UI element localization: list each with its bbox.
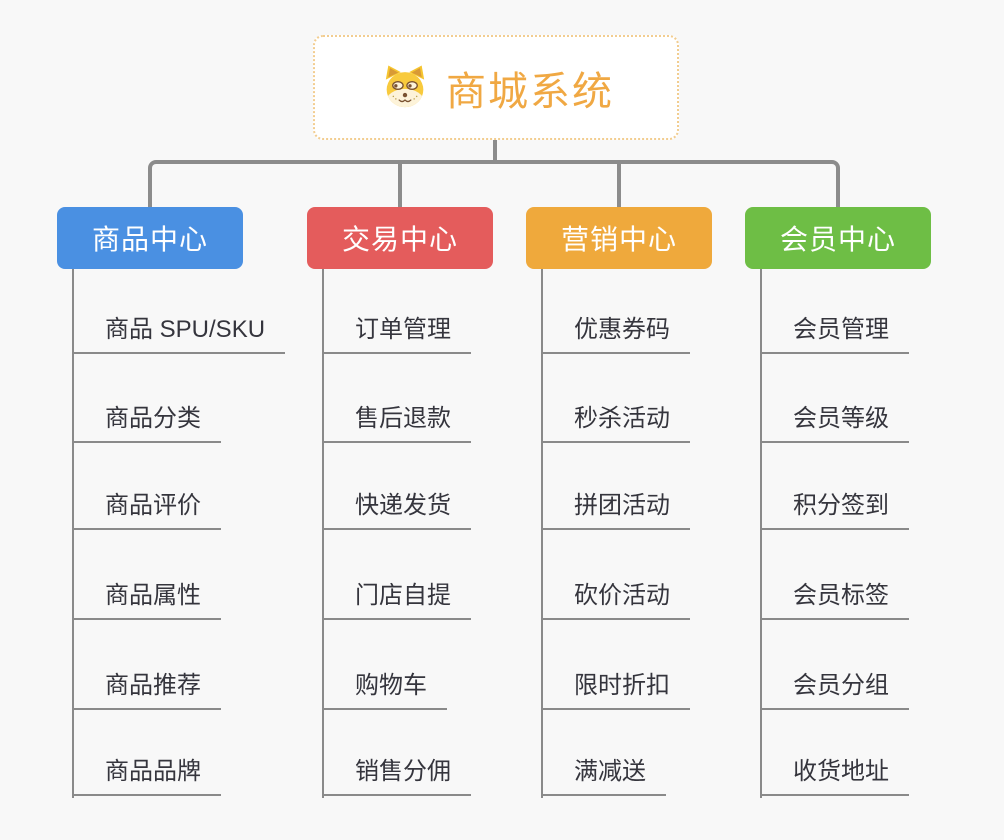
branch-group-members: 会员中心 会员管理 会员等级 积分签到 会员标签 会员分组 收货地址	[745, 0, 985, 840]
leaf-node[interactable]: 会员管理	[760, 315, 909, 354]
leaf-node[interactable]: 拼团活动	[541, 491, 690, 530]
leaf-node[interactable]: 商品分类	[72, 404, 221, 443]
root-connector-line	[493, 138, 497, 162]
branch-group-products: 商品中心 商品 SPU/SKU 商品分类 商品评价 商品属性 商品推荐 商品品牌	[57, 0, 297, 840]
branch-child-line	[72, 269, 74, 798]
leaf-node[interactable]: 秒杀活动	[541, 404, 690, 443]
leaf-node[interactable]: 限时折扣	[541, 671, 690, 710]
root-title: 商城系统	[446, 69, 614, 114]
branch-group-trade: 交易中心 订单管理 售后退款 快递发货 门店自提 购物车 销售分佣	[307, 0, 547, 840]
branch-bus-line	[148, 160, 840, 207]
branch-child-line	[541, 269, 543, 798]
leaf-node[interactable]: 会员等级	[760, 404, 909, 443]
branch-node-products[interactable]: 商品中心	[57, 207, 243, 269]
root-node[interactable]: 商城系统	[313, 35, 679, 140]
leaf-node[interactable]: 会员分组	[760, 671, 909, 710]
branch-drop-line	[617, 162, 621, 207]
leaf-node[interactable]: 砍价活动	[541, 581, 690, 620]
leaf-node[interactable]: 优惠券码	[541, 315, 690, 354]
leaf-node[interactable]: 快递发货	[322, 491, 471, 530]
doge-dog-face-icon	[385, 65, 425, 107]
leaf-node[interactable]: 商品推荐	[72, 671, 221, 710]
branch-child-line	[322, 269, 324, 798]
leaf-node[interactable]: 购物车	[322, 671, 447, 710]
leaf-node[interactable]: 商品属性	[72, 581, 221, 620]
leaf-node[interactable]: 满减送	[541, 757, 666, 796]
leaf-node[interactable]: 售后退款	[322, 404, 471, 443]
leaf-node[interactable]: 商品 SPU/SKU	[72, 315, 286, 354]
branch-group-marketing: 营销中心 优惠券码 秒杀活动 拼团活动 砍价活动 限时折扣 满减送	[526, 0, 766, 840]
branch-node-marketing[interactable]: 营销中心	[526, 207, 712, 269]
branch-child-line	[760, 269, 762, 798]
branch-drop-line	[398, 162, 402, 207]
branch-node-trade[interactable]: 交易中心	[307, 207, 493, 269]
leaf-node[interactable]: 积分签到	[760, 491, 909, 530]
leaf-node[interactable]: 订单管理	[322, 315, 471, 354]
leaf-node[interactable]: 销售分佣	[322, 757, 471, 796]
leaf-node[interactable]: 收货地址	[760, 757, 909, 796]
leaf-node[interactable]: 商品评价	[72, 491, 221, 530]
leaf-node[interactable]: 会员标签	[760, 581, 909, 620]
branch-node-members[interactable]: 会员中心	[745, 207, 931, 269]
leaf-node[interactable]: 商品品牌	[72, 757, 221, 796]
leaf-node[interactable]: 门店自提	[322, 581, 471, 620]
